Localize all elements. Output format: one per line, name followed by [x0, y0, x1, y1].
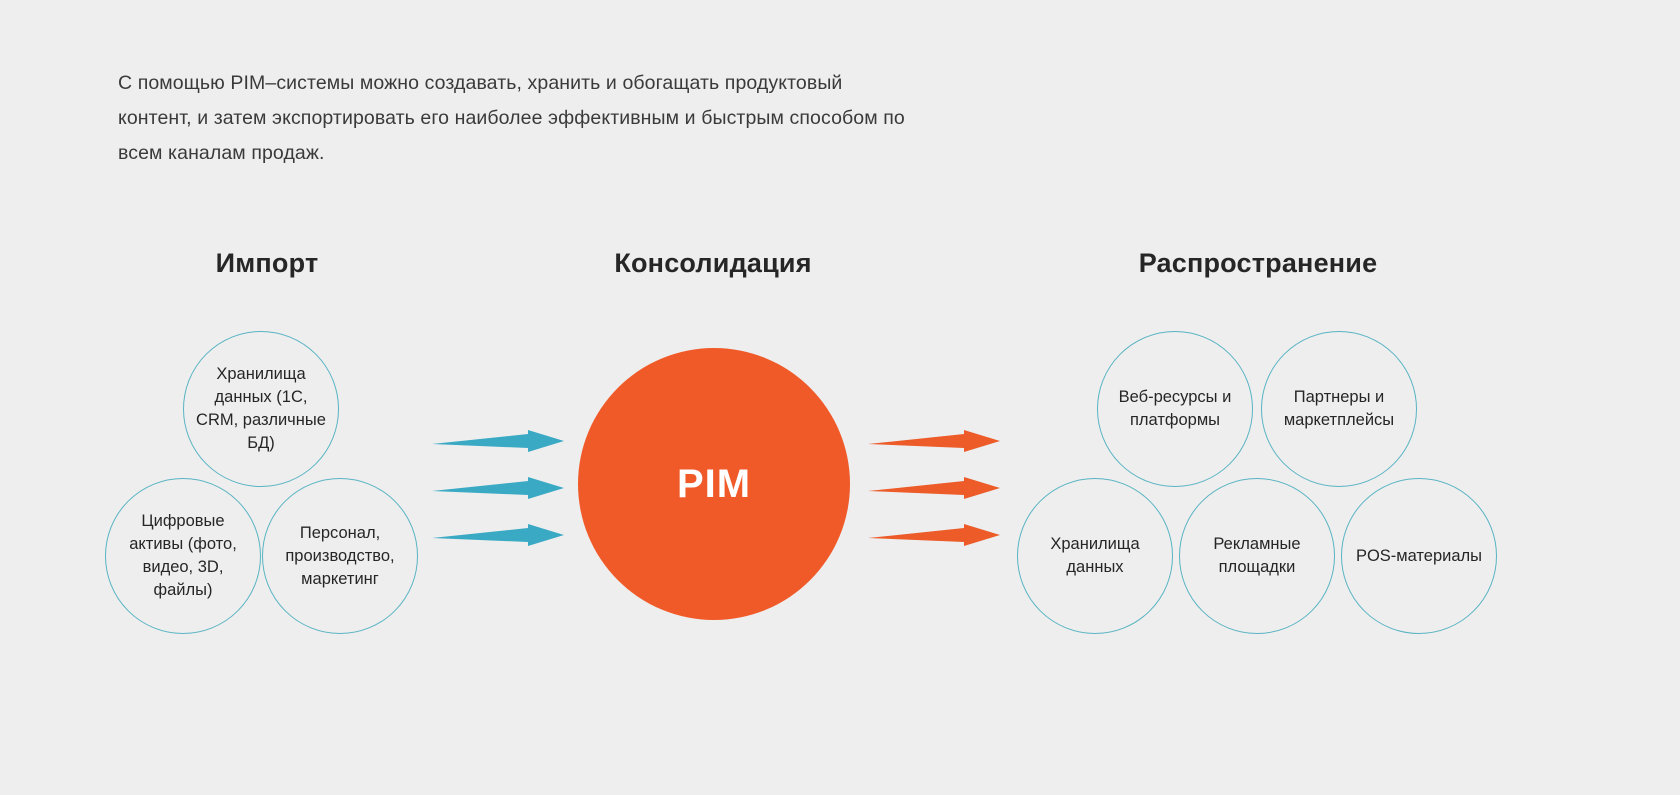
inbound-arrows-icon: [432, 430, 564, 546]
distribution-node-ads: Рекламные площадки: [1179, 478, 1335, 634]
heading-consolidation: Консолидация: [614, 248, 812, 278]
distribution-node-ads-label: Рекламные площадки: [1213, 535, 1301, 576]
distribution-node-web-label: Веб-ресурсы и платформы: [1118, 388, 1232, 429]
section-headings: Импорт Консолидация Распространение: [0, 248, 1680, 288]
distribution-node-pos: POS-материалы: [1341, 478, 1497, 634]
distribution-node-pos-label: POS-материалы: [1355, 546, 1483, 565]
import-node-staff: Персонал, производство, маркетинг: [262, 478, 418, 634]
import-node-storage-label: Хранилища данных (1С, CRM, различные БД): [196, 365, 326, 452]
distribution-node-web: Веб-ресурсы и платформы: [1097, 331, 1253, 487]
distribution-node-partners: Партнеры и маркетплейсы: [1261, 331, 1417, 487]
distribution-node-storage-label: Хранилища данных: [1050, 535, 1140, 576]
outbound-arrows-icon: [868, 430, 1000, 546]
pim-core-circle: PIM: [578, 348, 850, 620]
import-node-staff-label: Персонал, производство, маркетинг: [285, 523, 395, 588]
pim-core-label: PIM: [676, 461, 752, 506]
heading-distribution: Распространение: [1138, 248, 1378, 278]
import-node-storage: Хранилища данных (1С, CRM, различные БД): [183, 331, 339, 487]
import-node-digital-assets-label: Цифровые активы (фото, видео, 3D, файлы): [129, 512, 237, 599]
outbound-arrows-group: [868, 430, 1000, 560]
intro-paragraph: С помощью PIM–системы можно создавать, х…: [118, 72, 905, 164]
distribution-node-storage: Хранилища данных: [1017, 478, 1173, 634]
distribution-node-partners-label: Партнеры и маркетплейсы: [1283, 388, 1395, 429]
import-node-digital-assets: Цифровые активы (фото, видео, 3D, файлы): [105, 478, 261, 634]
inbound-arrows-group: [432, 430, 564, 560]
heading-import: Импорт: [215, 248, 319, 278]
